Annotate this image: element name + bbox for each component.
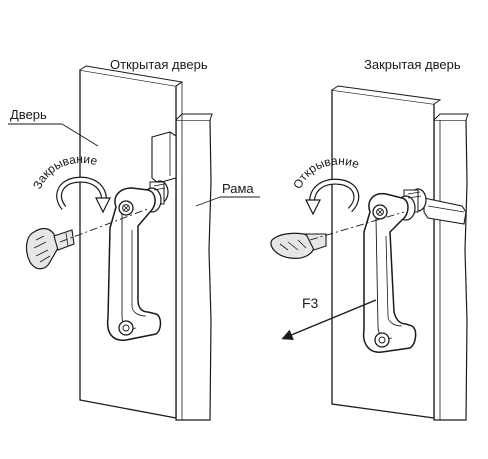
left-rotation-arrow-icon bbox=[56, 176, 111, 214]
left-axis-line bbox=[59, 207, 151, 243]
right-key bbox=[270, 232, 327, 259]
right-frame-panel bbox=[433, 113, 469, 421]
left-handle bbox=[106, 187, 162, 341]
left-title: Открытая дверь bbox=[110, 57, 208, 72]
force-label: F3 bbox=[302, 295, 319, 311]
left-key bbox=[25, 227, 75, 270]
frame-leader-line bbox=[195, 196, 221, 207]
right-latch-tongue bbox=[423, 197, 467, 225]
right-rotation-arrow-icon bbox=[305, 178, 360, 216]
door-label: Дверь bbox=[10, 107, 47, 122]
door-leader-line-diag bbox=[61, 123, 99, 147]
right-assembly: Открывание bbox=[270, 85, 469, 421]
right-title: Закрытая дверь bbox=[364, 57, 461, 72]
right-handle bbox=[362, 192, 417, 353]
left-assembly: Закрывание bbox=[8, 65, 260, 421]
left-latch-tongue bbox=[151, 131, 177, 184]
right-axis-line bbox=[309, 211, 405, 241]
frame-label: Рама bbox=[222, 181, 254, 196]
left-frame-panel bbox=[175, 113, 213, 421]
force-arrow-icon bbox=[281, 299, 377, 340]
